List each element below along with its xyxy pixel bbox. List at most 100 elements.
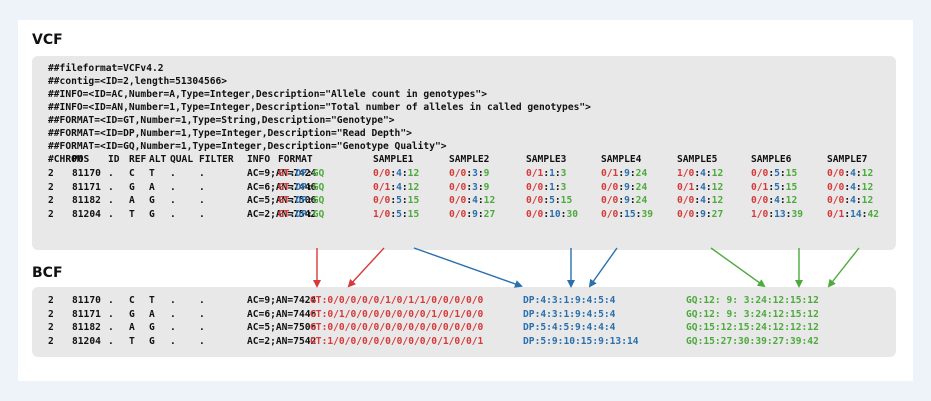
sample-gq: 12 [407,181,420,193]
separator: : [785,208,792,220]
sample-dp: 4 [396,181,402,193]
vcf-sample-cell: 0/0:5:15 [373,194,419,207]
bcf-cell-pos: 81171 [72,308,101,320]
vcf-cell-id: . [108,181,114,193]
separator: : [306,168,313,179]
separator: : [697,322,704,333]
vcf-sample-cell: 0/0:4:12 [449,194,495,207]
vcf-cell-id: . [108,208,114,220]
sample-gt: 0/0 [449,195,467,206]
vcf-column-header: FORMAT [278,154,313,165]
vcf-column-header: REF [129,154,147,165]
sample-dp: 5 [396,195,402,206]
sample-gq: 39 [791,208,804,220]
sample-dp: 3 [472,181,478,193]
vcf-column-header: SAMPLE5 [677,154,718,165]
separator: : [401,168,408,179]
bcf-gt-values: 1/0/0/0/0/0/0/0/0/0/1/0/0/1 [327,335,484,347]
vcf-cell-id: . [108,168,114,179]
separator: : [697,308,704,320]
sample-gt: 0/1 [677,181,695,193]
vcf-header-line: ##FORMAT=<ID=GQ,Number=1,Type=Integer,De… [48,141,447,152]
vcf-cell-info: AC=9;AN=7424 [247,168,317,179]
bcf-cell-qual: . [170,335,176,347]
separator: : [855,168,862,179]
separator: : [697,335,704,347]
separator: : [560,208,567,220]
vcf-sample-cell: 0/0:3:9 [449,181,489,194]
bcf-gt-field: GT:0/1/0/0/0/0/0/0/0/1/0/1/0/0 [310,308,483,321]
separator: : [543,195,550,206]
format-dp-key: DP [295,195,307,206]
vcf-sample-cell: 0/1:9:24 [601,167,647,180]
arrow-gq-sample7 [827,247,860,288]
vcf-header-line: ##contig=<ID=2,length=51304566> [48,76,228,87]
sample-gq: 24 [635,181,648,193]
separator: : [768,168,775,179]
bcf-cell-chrom: 2 [48,335,54,347]
sample-dp: 9 [624,168,630,179]
vcf-column-header: SAMPLE1 [373,154,414,165]
bcf-cell-alt: G [149,335,155,347]
vcf-sample-cell: 0/0:3:9 [449,167,489,180]
vcf-cell-qual: . [170,181,176,193]
bcf-gq-values: 15:27:30:39:27:39:42 [703,335,819,347]
vcf-cell-chrom: 2 [48,181,54,193]
vcf-sample-cell: 0/0:4:12 [827,194,873,207]
separator: : [543,181,550,193]
sample-gt: 0/1 [526,168,544,179]
bcf-gq-values: 15:12:15:24:12:12:12 [703,322,819,333]
separator: : [779,181,786,193]
vcf-sample-cell: 0/1:1:3 [526,167,566,180]
sample-dp: 4 [700,181,706,193]
sample-gq: 15 [407,208,420,220]
vcf-column-header: SAMPLE3 [526,154,567,165]
bcf-dp-label: DP [523,308,535,320]
vcf-cell-ref: G [129,181,135,193]
separator: : [705,195,712,206]
bcf-title: BCF [32,265,63,281]
bcf-cell-id: . [108,295,114,306]
arrow-gt-sample [347,247,385,288]
sample-gt: 1/0 [751,208,769,220]
separator: : [768,208,775,220]
vcf-sample-cell: 0/0:4:12 [751,194,797,207]
sample-gt: 0/0 [677,208,695,220]
separator: : [289,168,296,179]
vcf-column-header: #CHROM [48,154,83,165]
vcf-header-line: ##INFO=<ID=AN,Number=1,Type=Integer,Desc… [48,102,591,113]
sample-gt: 1/0 [677,168,695,179]
sample-gt: 0/1 [751,181,769,193]
sample-dp: 15 [624,208,636,220]
bcf-dp-values: 5:4:5:9:4:4:4 [540,322,616,333]
separator: : [543,208,550,220]
bcf-cell-qual: . [170,308,176,320]
separator: : [534,335,541,347]
sample-dp: 13 [774,208,786,220]
bcf-gq-label: GQ [686,308,698,320]
vcf-sample-cell: 0/1:4:12 [373,181,419,194]
sample-gq: 39 [641,208,654,220]
sample-gt: 0/0 [827,168,845,179]
vcf-column-header: INFO [247,154,271,165]
separator: : [554,195,561,206]
separator: : [629,181,636,193]
vcf-cell-qual: . [170,168,176,179]
sample-gq: 15 [785,181,798,193]
bcf-cell-id: . [108,308,114,320]
vcf-cell-filter: . [199,208,205,220]
sample-gq: 12 [483,195,496,206]
separator: : [306,181,313,193]
sample-gt: 0/0 [677,195,695,206]
separator: : [705,208,712,220]
separator: : [306,208,313,220]
sample-gt: 1/0 [373,208,391,220]
bcf-cell-filter: . [199,295,205,306]
vcf-sample-cell: 0/0:4:12 [373,167,419,180]
sample-gt: 0/0 [526,195,544,206]
sample-dp: 10 [549,208,561,220]
sample-gt: 0/0 [751,168,769,179]
separator: : [390,208,397,220]
separator: : [477,208,484,220]
